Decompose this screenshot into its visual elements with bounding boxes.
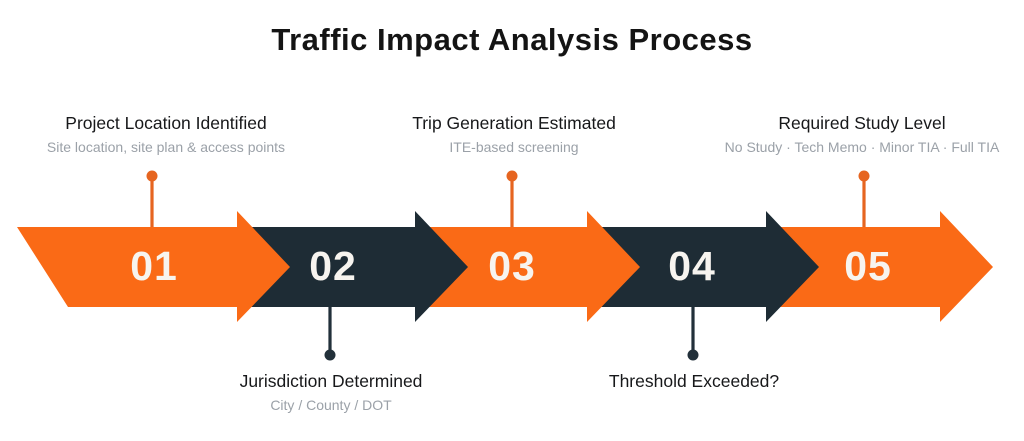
connector-step-4 [687, 302, 699, 361]
connector-step-2 [324, 302, 336, 361]
step-3-number: 03 [488, 243, 536, 289]
arrow-step-3 [417, 211, 640, 322]
step-3-subtitle: ITE-based screening [449, 138, 579, 155]
step-1-subtitle: Site location, site plan & access points [46, 138, 286, 155]
step-1-title: Project Location Identified [65, 113, 267, 133]
step-2-title: Jurisdiction Determined [239, 371, 423, 391]
connector-dot-step-5 [858, 170, 870, 182]
step-5-title: Required Study Level [778, 113, 946, 133]
connector-step-3 [506, 170, 518, 232]
page-title: Traffic Impact Analysis Process [271, 22, 753, 57]
arrow-step-1 [17, 211, 290, 322]
step-2-label: Jurisdiction Determined City / County / … [121, 370, 541, 414]
step-2-subtitle: City / County / DOT [270, 396, 392, 413]
connector-step-5 [858, 170, 870, 232]
step-3-label: Trip Generation Estimated ITE-based scre… [304, 112, 724, 156]
connector-dot-step-1 [146, 170, 158, 182]
connector-dot-step-3 [506, 170, 518, 182]
arrow-step-4 [589, 211, 819, 322]
step-5-number: 05 [844, 243, 892, 289]
step-3-title: Trip Generation Estimated [412, 113, 616, 133]
connector-dot-step-4 [687, 349, 699, 361]
step-1-number: 01 [130, 243, 178, 289]
step-4-title: Threshold Exceeded? [608, 371, 780, 391]
step-5-label: Required Study Level No Study · Tech Mem… [652, 112, 1024, 156]
connector-step-1 [146, 170, 158, 232]
arrow-step-5 [768, 211, 993, 322]
step-2-number: 02 [309, 243, 357, 289]
connector-dot-step-2 [324, 349, 336, 361]
step-5-subtitle: No Study · Tech Memo · Minor TIA · Full … [724, 138, 1000, 155]
step-4-number: 04 [668, 243, 716, 289]
arrow-step-2 [239, 211, 468, 322]
step-1-label: Project Location Identified Site locatio… [0, 112, 376, 156]
step-4-label: Threshold Exceeded? [484, 370, 904, 393]
